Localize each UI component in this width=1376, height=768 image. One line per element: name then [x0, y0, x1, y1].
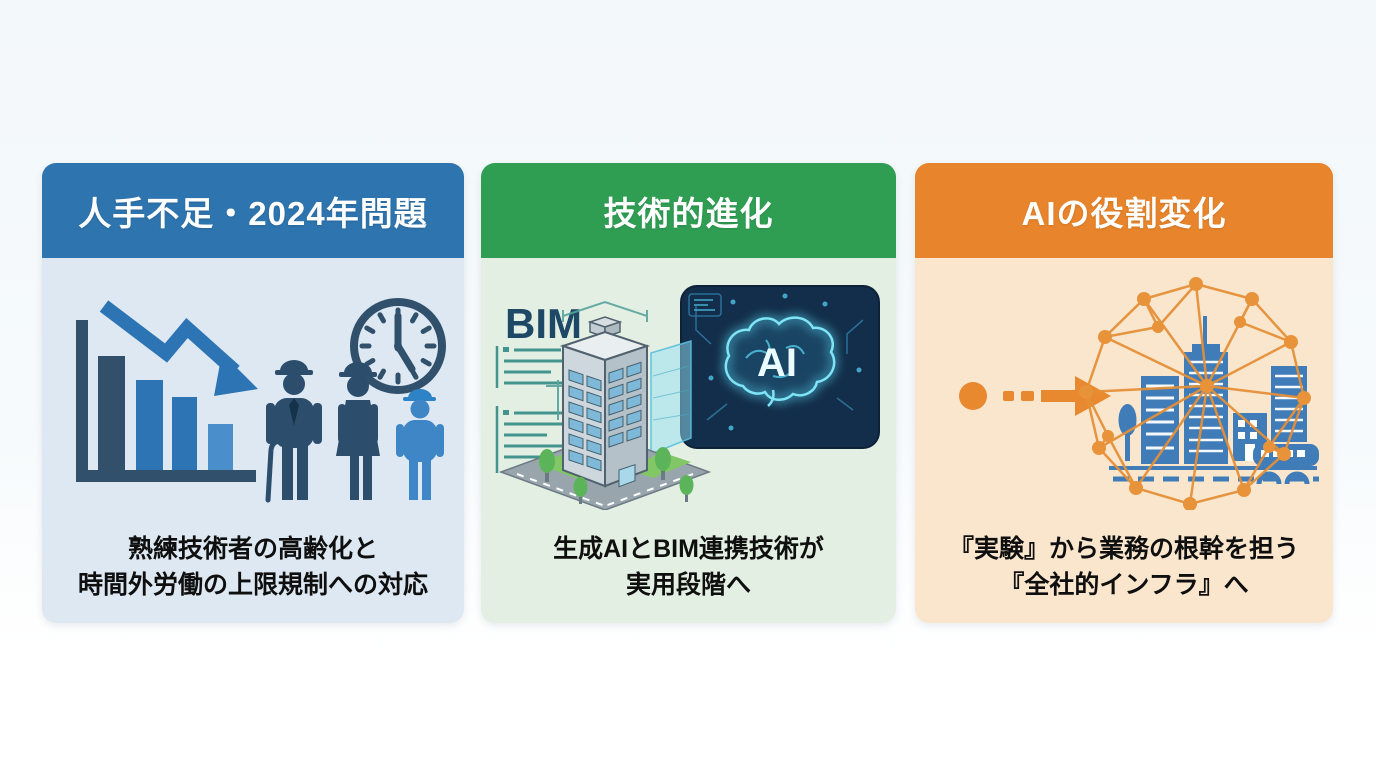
panel-ai-role-change-header: AIの役割変化 [915, 163, 1333, 258]
labor-shortage-svg [76, 298, 446, 503]
ai-network-svg [959, 277, 1319, 510]
panel-title: 人手不足・2024年問題 [78, 194, 428, 232]
downtrend-arrow-icon [99, 300, 258, 396]
tree-icon [539, 447, 694, 504]
ai-network-illustration [915, 258, 1333, 510]
panel-technical-evolution-header: 技術的進化 [481, 163, 896, 258]
panel-caption: 『実験』から業務の根幹を担う 『全社的インフラ』へ [915, 531, 1333, 604]
female-worker-icon [336, 362, 380, 500]
caption-line: 生成AIとBIM連携技術が [553, 534, 824, 563]
young-worker-icon [396, 389, 444, 500]
panel-labor-shortage: 人手不足・2024年問題 [42, 163, 464, 623]
labor-shortage-illustration [42, 258, 464, 510]
circuit-dots [708, 293, 862, 431]
panel-caption: 生成AIとBIM連携技術が 実用段階へ [481, 531, 896, 604]
caption-line: 実用段階へ [625, 570, 751, 599]
panel-ai-role-change-body: 『実験』から業務の根幹を担う 『全社的インフラ』へ [915, 258, 1333, 623]
panel-labor-shortage-header: 人手不足・2024年問題 [42, 163, 464, 258]
bim-building-icon [498, 316, 712, 510]
panel-caption: 熟練技術者の高齢化と 時間外労働の上限規制への対応 [42, 531, 464, 604]
ai-brain-icon: AI [680, 285, 880, 449]
caption-line: 『実験』から業務の根幹を担う [948, 534, 1299, 563]
panel-title: AIの役割変化 [1021, 194, 1227, 232]
panel-title: 技術的進化 [603, 194, 774, 232]
elderly-worker-icon [265, 360, 322, 503]
bim-ai-svg: BIM [495, 285, 880, 510]
brain-folds [745, 339, 805, 379]
ai-network-mesh-icon [1079, 277, 1311, 510]
ai-label: AI [757, 341, 797, 385]
hologram-overlay-icon [650, 339, 692, 456]
building-door [618, 464, 636, 488]
brain-stem [767, 389, 775, 407]
brain-outline [724, 316, 836, 401]
caption-line: 時間外労働の上限規制への対応 [77, 570, 428, 599]
clock-icon [350, 298, 446, 394]
circuit-lines [688, 293, 864, 421]
caption-line: 熟練技術者の高齢化と [127, 534, 378, 563]
bim-ai-illustration: BIM [481, 258, 896, 510]
panel-technical-evolution: 技術的進化 BIM [481, 163, 896, 623]
declining-bar-chart-icon [76, 320, 256, 482]
caption-line: 『全社的インフラ』へ [999, 570, 1249, 599]
panel-technical-evolution-body: BIM [481, 258, 896, 623]
transition-dot-icon [959, 382, 987, 410]
bim-label: BIM [505, 300, 582, 347]
panel-ai-role-change: AIの役割変化 [915, 163, 1333, 623]
panel-labor-shortage-body: 熟練技術者の高齢化と 時間外労働の上限規制への対応 [42, 258, 464, 623]
